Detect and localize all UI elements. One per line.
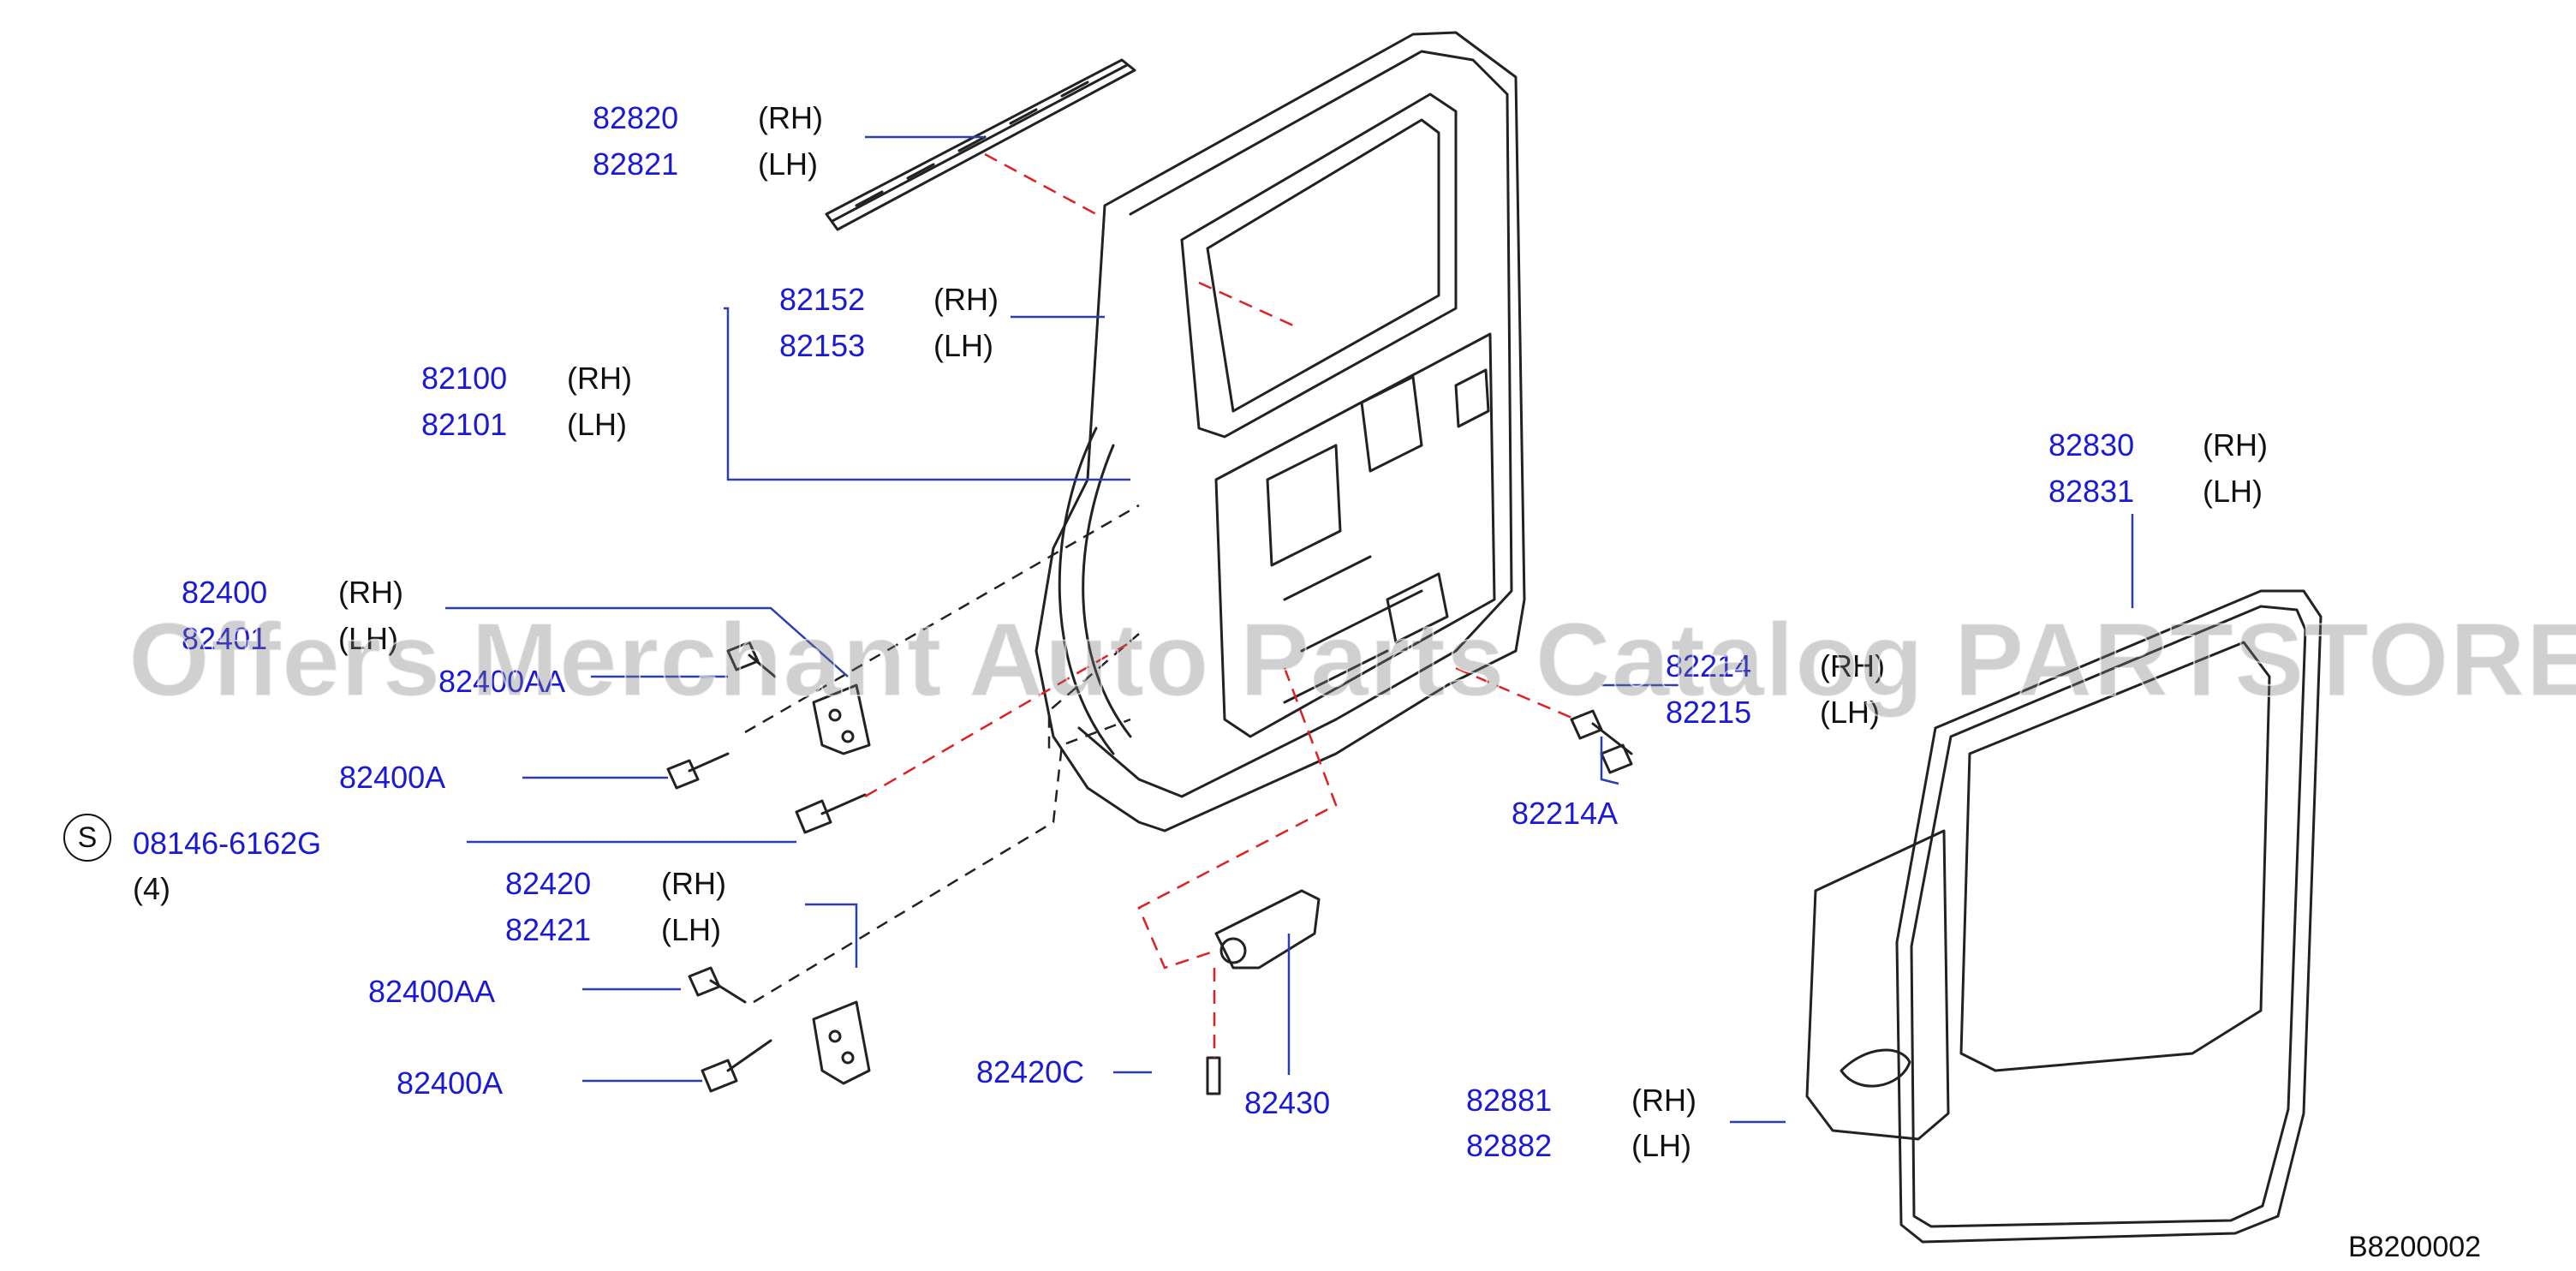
door-check-link-part [1206,889,1321,1095]
part-82215-side: (LH) [1820,695,1880,730]
part-82100-side: (RH) [567,361,632,396]
part-82421-label[interactable]: 82421 [505,912,592,947]
part-82400A-top-label[interactable]: 82400A [339,760,446,795]
part-82400-side: (RH) [338,575,403,610]
part-82821-label[interactable]: 82821 [593,146,679,182]
part-82830-label[interactable]: 82830 [2048,427,2135,462]
part-82215-label[interactable]: 82215 [1666,695,1752,730]
part-82881-side: (RH) [1631,1083,1696,1118]
s-symbol: S [63,814,111,862]
part-82420C-label[interactable]: 82420C [976,1054,1085,1089]
part-82420-label[interactable]: 82420 [505,866,592,901]
part-82401-label[interactable]: 82401 [182,621,268,656]
door-sealing-screen-part [1805,829,1950,1141]
part-82882-label[interactable]: 82882 [1466,1128,1553,1163]
part-82400-label[interactable]: 82400 [182,575,268,610]
part-82881-label[interactable]: 82881 [1466,1083,1553,1118]
part-82820-label[interactable]: 82820 [593,100,679,135]
part-08146-qty: (4) [133,871,170,906]
door-trim-panel-part [1895,589,2323,1244]
lower-hinge-part [812,1000,871,1085]
part-82821-side: (LH) [758,146,818,182]
part-82152-side: (RH) [933,282,999,317]
part-82214-label[interactable]: 82214 [1666,648,1752,683]
diagram-reference-code: B8200002 [2348,1231,2482,1263]
part-82401-side: (LH) [338,621,398,656]
part-82421-side: (LH) [661,912,721,947]
part-82100-label[interactable]: 82100 [421,361,508,396]
window-moulding-part [825,58,1136,231]
bolts [666,641,1633,1093]
part-82430-label[interactable]: 82430 [1244,1085,1331,1120]
watermark-text: Offers Merchant Auto Parts Catalog PARTS… [128,600,2576,719]
upper-hinge-part [812,683,871,755]
part-82400AA-top-label[interactable]: 82400AA [438,664,566,699]
part-82153-side: (LH) [933,328,993,363]
part-82153-label[interactable]: 82153 [779,328,866,363]
part-82214A-label[interactable]: 82214A [1512,796,1619,831]
part-82830-side: (RH) [2203,427,2268,462]
part-82831-side: (LH) [2203,474,2263,509]
part-82101-label[interactable]: 82101 [421,407,508,442]
part-82214-side: (RH) [1820,648,1885,683]
part-82400AA-bottom-label[interactable]: 82400AA [368,974,496,1009]
part-82831-label[interactable]: 82831 [2048,474,2135,509]
part-82820-side: (RH) [758,100,823,135]
part-82882-side: (LH) [1631,1128,1691,1163]
part-82420-side: (RH) [661,866,726,901]
part-82101-side: (LH) [567,407,627,442]
part-82152-label[interactable]: 82152 [779,282,866,317]
rear-door-shell-part [1035,31,1526,832]
part-82400A-bottom-label[interactable]: 82400A [397,1065,504,1101]
part-08146-label[interactable]: 08146-6162G [133,826,322,861]
